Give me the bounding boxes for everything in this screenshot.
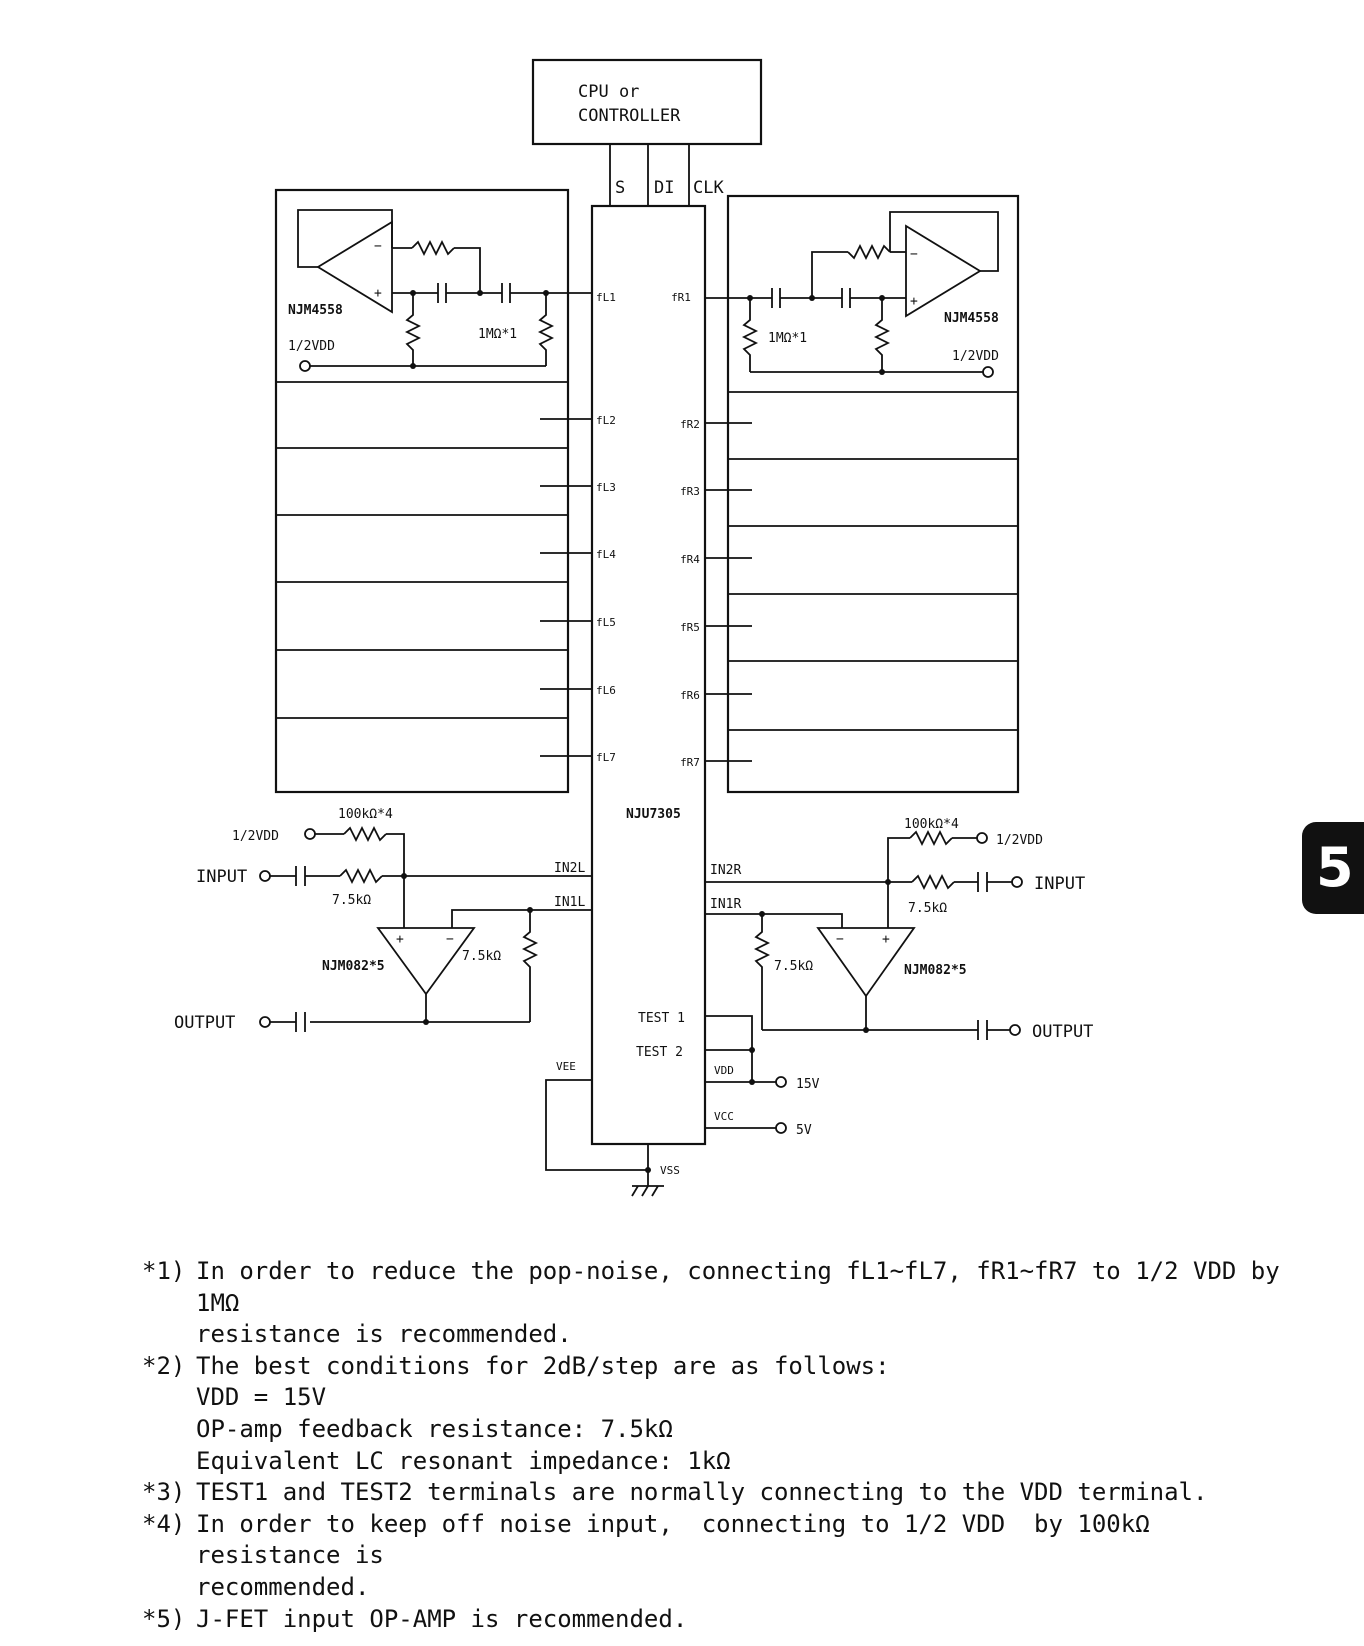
left-filter-opamp-label: NJM4558: [288, 303, 343, 318]
pin-in1l: IN1L: [554, 895, 585, 910]
right-filter-opamp-label: NJM4558: [944, 311, 999, 326]
footnote-text: recommended.: [196, 1572, 370, 1601]
pin-test2: TEST 2: [636, 1045, 683, 1060]
footnote-text: J-FET input OP-AMP is recommended.: [196, 1604, 688, 1633]
vdd-value: 15V: [796, 1077, 820, 1092]
footnote-4: *4) In order to keep off noise input, co…: [142, 1509, 1322, 1572]
right-input-stage: 100kΩ*4 1/2VDD IN2R INPUT 7.5kΩ IN1R 7.5…: [705, 817, 1093, 1042]
pin-fr2: fR2: [680, 418, 700, 431]
right-input-opamp-label: NJM082*5: [904, 963, 967, 978]
svg-text:−: −: [446, 932, 454, 947]
controller-label-line2: CONTROLLER: [578, 106, 681, 126]
right-filter-bias-label: 1/2VDD: [952, 349, 999, 364]
bus-label-di: DI: [654, 178, 674, 198]
footnote-text: resistance is recommended.: [196, 1320, 572, 1349]
footnote-marker: *3): [142, 1478, 186, 1507]
pin-vcc: VCC: [714, 1110, 734, 1123]
pin-vee: VEE: [556, 1060, 576, 1073]
vcc-value: 5V: [796, 1123, 812, 1138]
footnote-text: Equivalent LC resonant impedance: 1kΩ: [196, 1446, 731, 1475]
right-bias-label: 1/2VDD: [996, 833, 1043, 848]
left-bias-label: 1/2VDD: [232, 829, 279, 844]
right-pin-labels: fR1 fR2 fR3 fR4 fR5 fR6 fR7: [671, 291, 700, 769]
svg-text:+: +: [374, 286, 382, 301]
footnote-text: The best conditions for 2dB/step are as …: [196, 1351, 890, 1380]
left-filter-resistor-label: 1MΩ*1: [478, 327, 517, 342]
right-input-label: INPUT: [1034, 874, 1085, 894]
svg-text:+: +: [396, 932, 404, 947]
left-bias-resistor-label: 100kΩ*4: [338, 807, 393, 822]
pin-in2l: IN2L: [554, 861, 585, 876]
svg-text:−: −: [836, 932, 844, 947]
bus-label-s: S: [615, 178, 625, 198]
pin-fl4: fL4: [596, 548, 616, 561]
footnote-marker: *1): [142, 1257, 186, 1285]
footnote-marker: *5): [142, 1604, 186, 1633]
pin-fl2: fL2: [596, 414, 616, 427]
pin-vdd: VDD: [714, 1064, 734, 1077]
left-filter-bias-label: 1/2VDD: [288, 339, 335, 354]
right-input-resistor-label: 7.5kΩ: [908, 901, 947, 916]
left-input-opamp-symbol: [376, 927, 476, 996]
left-feedback-resistor-label: 7.5kΩ: [462, 949, 501, 964]
left-filter-opamp-symbol: [316, 220, 393, 314]
footnote-text: VDD = 15V: [196, 1383, 327, 1412]
right-filter-opamp-symbol: [905, 224, 982, 318]
power-connections: TEST 1 TEST 2 VDD 15V VCC 5V VEE VSS: [545, 1011, 820, 1197]
right-filter-resistor-label: 1MΩ*1: [768, 331, 807, 346]
left-output-label: OUTPUT: [174, 1013, 235, 1033]
cpu-controller-block: CPU or CONTROLLER: [531, 58, 763, 146]
pin-vss: VSS: [660, 1164, 680, 1177]
pin-fl3: fL3: [596, 481, 616, 494]
footnote-text: In order to keep off noise input, connec…: [196, 1509, 1179, 1570]
pin-fr5: fR5: [680, 621, 700, 634]
ground-symbol: [631, 1185, 664, 1197]
footnotes: *1) In order to reduce the pop-noise, co…: [142, 1256, 1322, 1635]
right-output-label: OUTPUT: [1032, 1022, 1093, 1042]
application-circuit-diagram: CPU or CONTROLLER S DI CLK NJU7305 − +: [174, 58, 1093, 1197]
right-input-opamp-symbol: [816, 927, 916, 998]
left-input-resistor-label: 7.5kΩ: [332, 893, 371, 908]
left-input-stage: 1/2VDD 100kΩ*4 INPUT 7.5kΩ IN2L IN1L 7.5…: [174, 807, 592, 1033]
serial-bus: S DI CLK: [609, 144, 724, 206]
right-filter-bank: − + NJM4558 1/2VDD 1MΩ*1: [705, 194, 1020, 794]
nju7305-ic: NJU7305: [590, 204, 707, 1146]
footnote-5: *5) J-FET input OP-AMP is recommended.: [142, 1604, 1322, 1636]
pin-fl5: fL5: [596, 616, 616, 629]
footnote-text: In order to reduce the pop-noise, connec…: [196, 1257, 1295, 1317]
pin-fr7: fR7: [680, 756, 700, 769]
pin-fr1: fR1: [671, 291, 691, 304]
pin-fr4: fR4: [680, 553, 700, 566]
controller-label-line1: CPU or: [578, 82, 639, 102]
pin-test1: TEST 1: [638, 1011, 685, 1026]
left-filter-bank: − + NJM4558 1/2VDD 1MΩ*1: [274, 188, 592, 794]
svg-text:+: +: [882, 932, 890, 947]
pin-fr3: fR3: [680, 485, 700, 498]
pin-fl7: fL7: [596, 751, 616, 764]
footnote-marker: *4): [142, 1509, 186, 1538]
footnote-3: *3) TEST1 and TEST2 terminals are normal…: [142, 1477, 1322, 1509]
bus-label-clk: CLK: [693, 178, 724, 198]
pin-fr6: fR6: [680, 689, 700, 702]
ic-part-number: NJU7305: [626, 807, 681, 822]
left-input-label: INPUT: [196, 867, 247, 887]
left-pin-labels: fL1 fL2 fL3 fL4 fL5 fL6 fL7: [596, 291, 616, 764]
pin-in2r: IN2R: [710, 863, 741, 878]
left-input-opamp-label: NJM082*5: [322, 959, 385, 974]
pin-in1r: IN1R: [710, 897, 741, 912]
footnote-2: *2) The best conditions for 2dB/step are…: [142, 1351, 1322, 1383]
footnote-1: *1) In order to reduce the pop-noise, co…: [142, 1256, 1322, 1319]
svg-text:−: −: [374, 239, 382, 254]
right-feedback-resistor-label: 7.5kΩ: [774, 959, 813, 974]
right-bias-resistor-label: 100kΩ*4: [904, 817, 959, 832]
footnote-text: TEST1 and TEST2 terminals are normally c…: [196, 1478, 1208, 1507]
section-tab: 5: [1302, 822, 1364, 914]
svg-text:+: +: [910, 294, 918, 309]
svg-text:−: −: [910, 247, 918, 262]
pin-fl1: fL1: [596, 291, 616, 304]
footnote-text: OP-amp feedback resistance: 7.5kΩ: [196, 1414, 673, 1443]
pin-fl6: fL6: [596, 684, 616, 697]
footnote-marker: *2): [142, 1351, 186, 1380]
